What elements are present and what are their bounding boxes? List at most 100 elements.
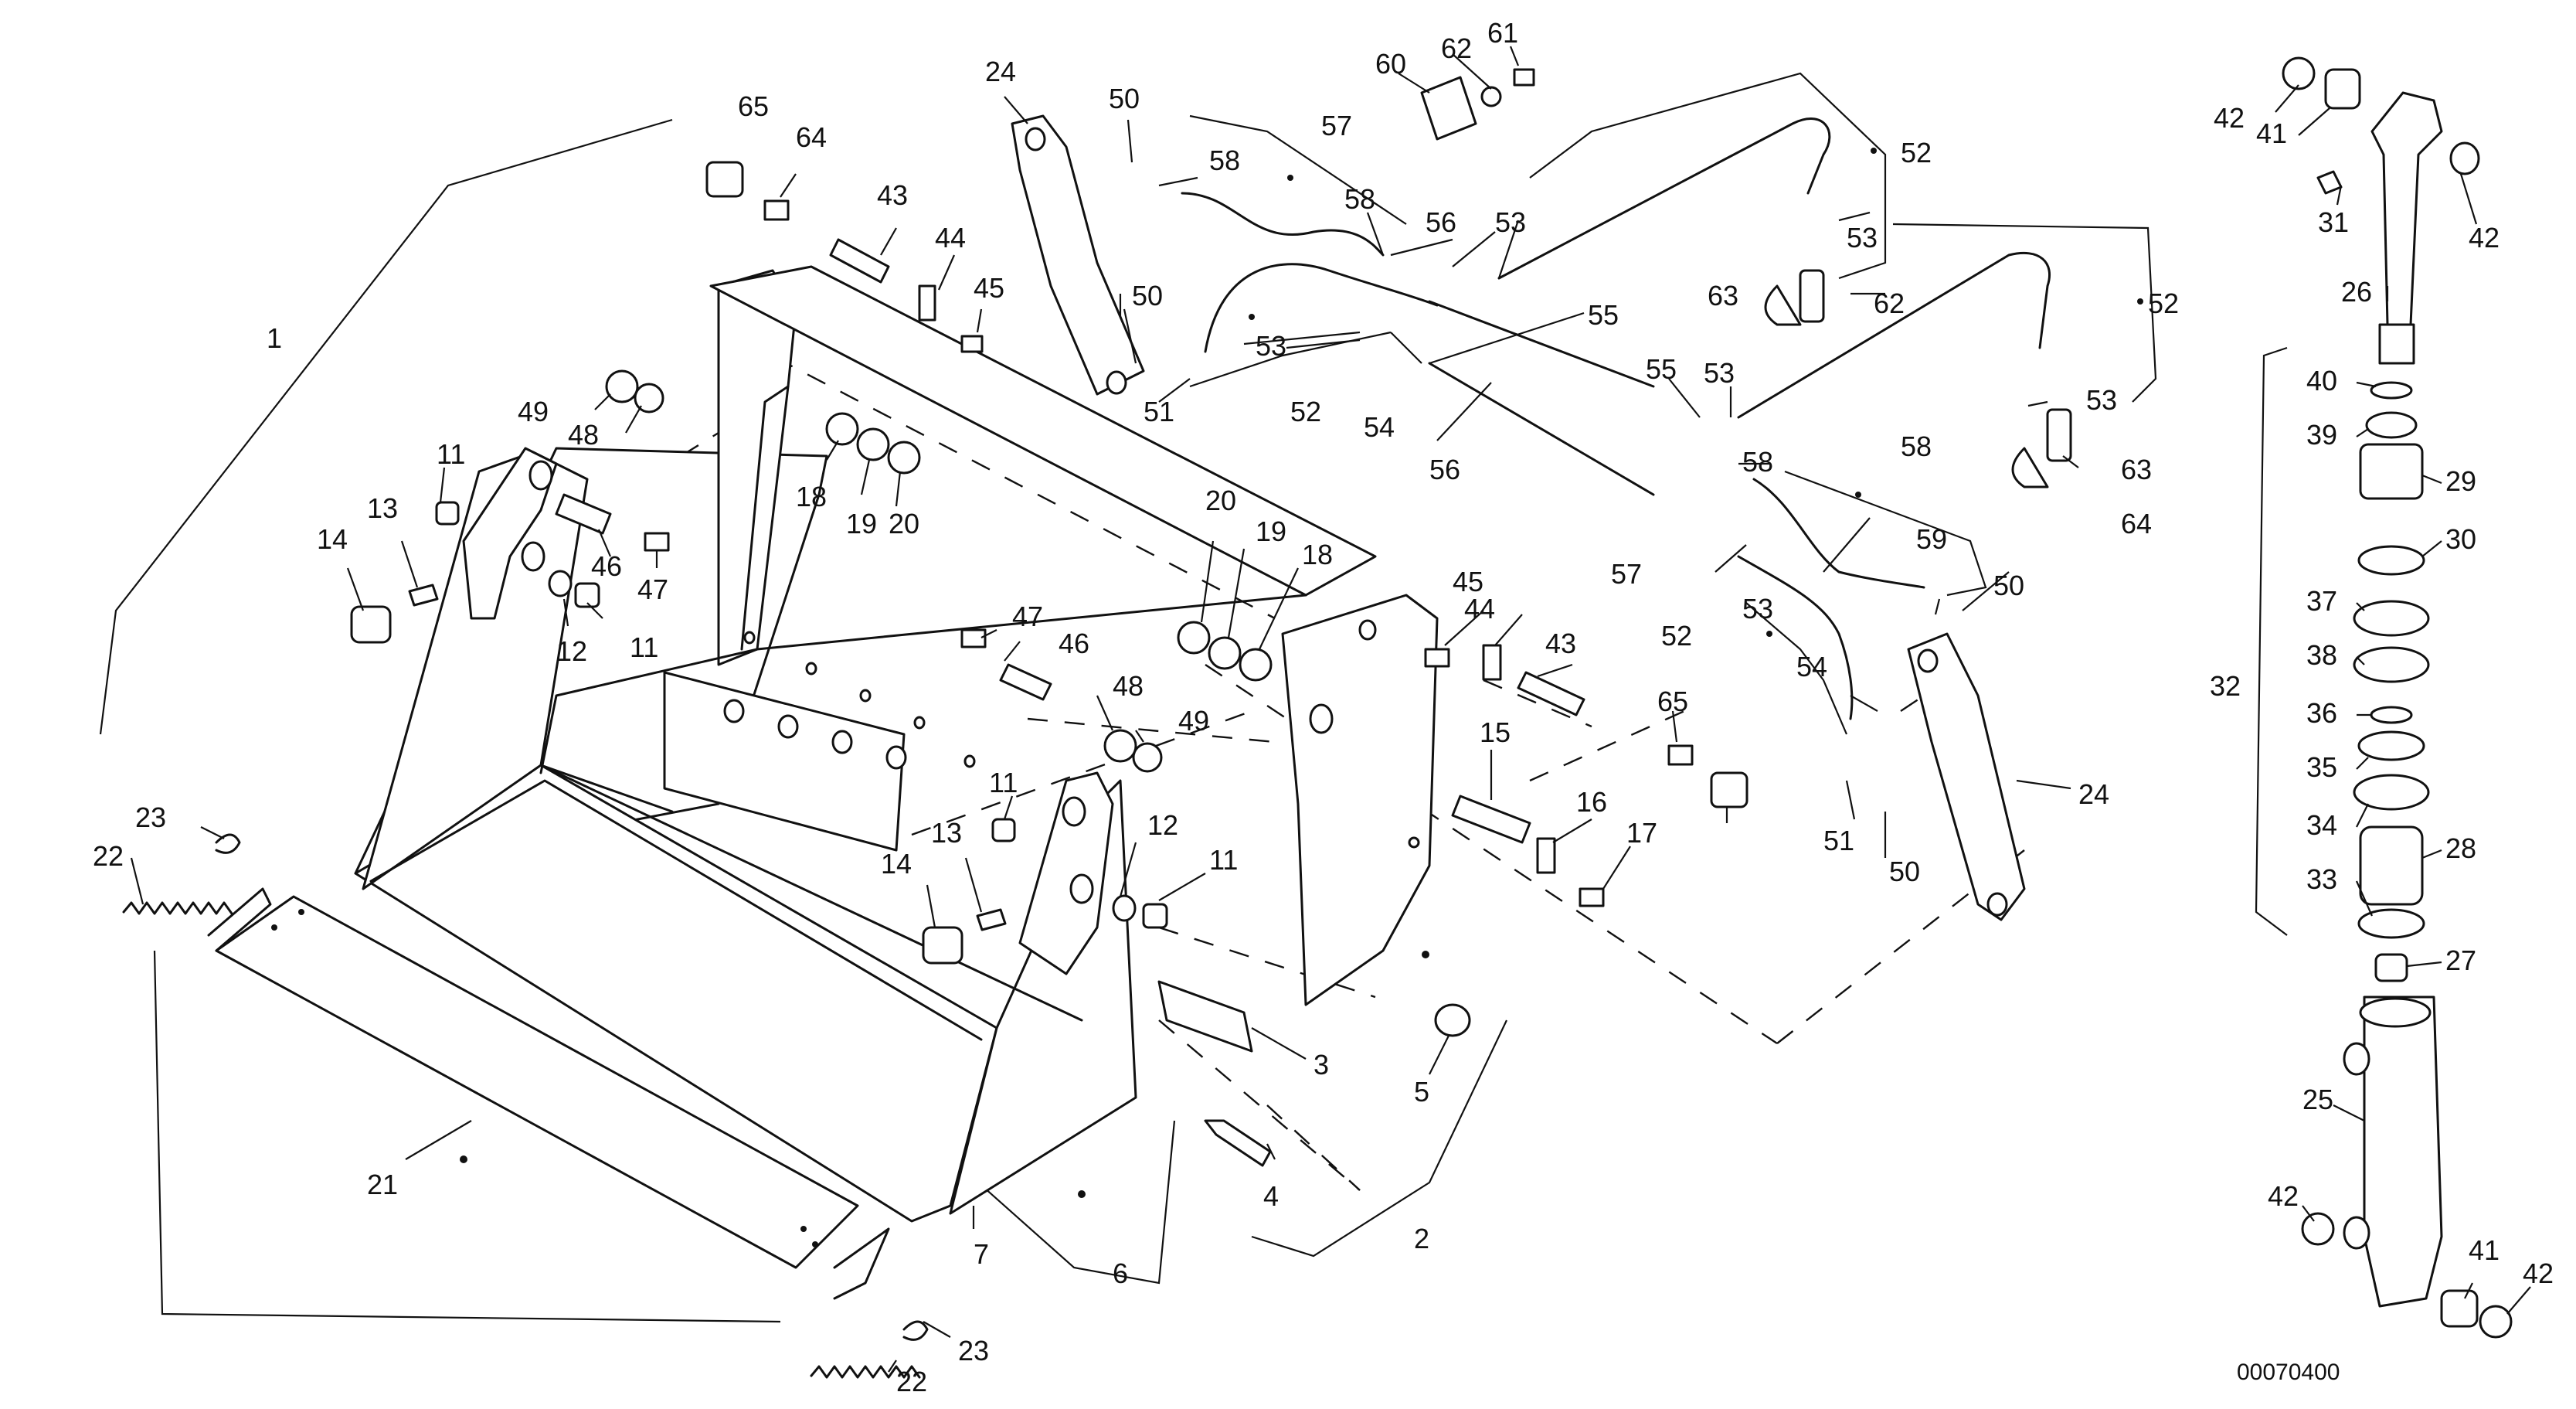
callout-56b: 57: [1611, 558, 1642, 590]
callout-14a: 14: [317, 523, 348, 555]
callout-22b: 22: [896, 1366, 927, 1397]
callout-25: 25: [2302, 1084, 2333, 1115]
callout-29: 29: [2445, 465, 2476, 497]
callout-42d: 42: [2523, 1258, 2554, 1289]
cutting-edge-blade: [207, 887, 890, 1300]
clip-lower: [902, 1320, 929, 1341]
callout-62a: 62: [1874, 288, 1905, 319]
callout-16: 16: [1576, 786, 1607, 818]
callout-30: 30: [2445, 523, 2476, 555]
callout-62b: 63: [2121, 454, 2152, 485]
callout-59: 60: [1375, 48, 1406, 80]
callout-14b: 14: [881, 848, 912, 880]
callout-48a: 48: [568, 419, 599, 451]
callout-55b: 56: [1429, 454, 1460, 485]
callout-12a: 12: [556, 635, 587, 667]
callout-52c: 52: [2148, 288, 2179, 319]
callout-42a: 42: [2214, 102, 2245, 134]
callout-3: 3: [1313, 1049, 1329, 1081]
callout-23b: 23: [958, 1335, 989, 1366]
callout-47a: 47: [637, 573, 668, 605]
callout-35: 35: [2306, 751, 2337, 783]
callout-64a: 64: [796, 121, 827, 153]
callout-27: 27: [2445, 944, 2476, 976]
reference-dots: [460, 148, 2143, 1198]
left-hinge-plate: [462, 447, 558, 620]
callout-11b: 11: [630, 631, 658, 663]
callout-49b: 49: [1178, 705, 1209, 737]
callout-7: 7: [974, 1238, 989, 1270]
callout-17: 17: [1626, 817, 1657, 849]
callout-6: 6: [1113, 1258, 1128, 1289]
callout-19a: 19: [846, 508, 877, 539]
callout-54a: 54: [1364, 411, 1395, 443]
callout-24b: 24: [2078, 778, 2109, 810]
callout-15: 15: [1480, 716, 1511, 748]
group-brackets: [99, 72, 2288, 1323]
hardware-parts: [350, 68, 1748, 1167]
callout-1: 1: [267, 322, 282, 354]
callout-12b: 12: [1147, 809, 1178, 841]
callout-55a: 55: [1588, 299, 1619, 331]
callout-23a: 23: [135, 801, 166, 833]
drawing-number: 00070400: [2237, 1360, 2340, 1385]
callout-54b: 55: [1646, 353, 1677, 385]
callout-49a: 49: [518, 396, 549, 427]
callout-18a: 18: [796, 481, 827, 512]
callout-26: 26: [2341, 276, 2372, 308]
callout-45b: 45: [1453, 566, 1483, 597]
callout-48b: 48: [1113, 670, 1144, 702]
callout-47b: 47: [1012, 601, 1043, 632]
callout-22a: 22: [93, 840, 124, 872]
callout-52b: 52: [1901, 137, 1932, 168]
callout-20b: 20: [1205, 485, 1236, 516]
callout-46b: 46: [1059, 628, 1089, 659]
callout-39: 39: [2306, 419, 2337, 451]
callout-43b: 43: [1545, 628, 1576, 659]
callout-labels: 1 2 3 4 5 6 7 11 11 11 11 12 12 13 13 14…: [93, 17, 2554, 1397]
callout-53d: 53: [1704, 357, 1735, 389]
hydraulic-hoses: [1181, 117, 2072, 720]
callout-60: 61: [1487, 17, 1518, 49]
callout-13b: 13: [931, 817, 962, 849]
callout-33: 33: [2306, 863, 2337, 895]
callout-57b: 58: [1901, 431, 1932, 462]
callout-58b: 58: [1344, 183, 1375, 215]
callout-45a: 45: [974, 272, 1004, 304]
callout-28: 28: [2445, 832, 2476, 864]
callout-21: 21: [367, 1169, 398, 1200]
callout-63a: 63: [1708, 280, 1738, 311]
callout-50b: 50: [1132, 280, 1163, 311]
callout-51a: 51: [1144, 396, 1174, 427]
callout-50a: 50: [1109, 83, 1140, 114]
center-hinge-plate: [1018, 771, 1114, 975]
callout-58a: 58: [1209, 145, 1240, 176]
callout-18b: 18: [1302, 539, 1333, 570]
callout-11a: 11: [437, 438, 465, 470]
right-side-frame: [1281, 594, 1439, 1006]
callout-11d: 11: [1209, 844, 1238, 876]
callout-13a: 13: [367, 492, 398, 524]
callout-57a: 57: [1321, 110, 1352, 141]
callout-34: 34: [2306, 809, 2337, 841]
callout-58c: 58: [1742, 446, 1773, 478]
callout-40: 40: [2306, 365, 2337, 396]
callout-51b: 51: [1823, 825, 1854, 856]
callout-41a: 41: [2256, 117, 2287, 149]
callout-50c: 50: [1993, 570, 2024, 601]
callout-42c: 42: [2268, 1180, 2299, 1212]
callout-52a: 52: [1290, 396, 1321, 427]
callout-65a: 65: [738, 90, 769, 122]
callout-53c: 53: [1847, 222, 1878, 254]
callout-63b: 64: [2121, 508, 2152, 539]
callout-46a: 46: [591, 550, 622, 582]
callout-38: 38: [2306, 639, 2337, 671]
cylinder-lower: [1907, 632, 2026, 921]
cylinder-exploded-stack: [2282, 56, 2513, 1339]
callout-42b: 42: [2469, 222, 2500, 254]
callout-43a: 43: [877, 179, 908, 211]
callout-2: 2: [1414, 1223, 1429, 1254]
callout-61: 62: [1441, 32, 1472, 64]
callout-44b: 44: [1464, 593, 1495, 625]
